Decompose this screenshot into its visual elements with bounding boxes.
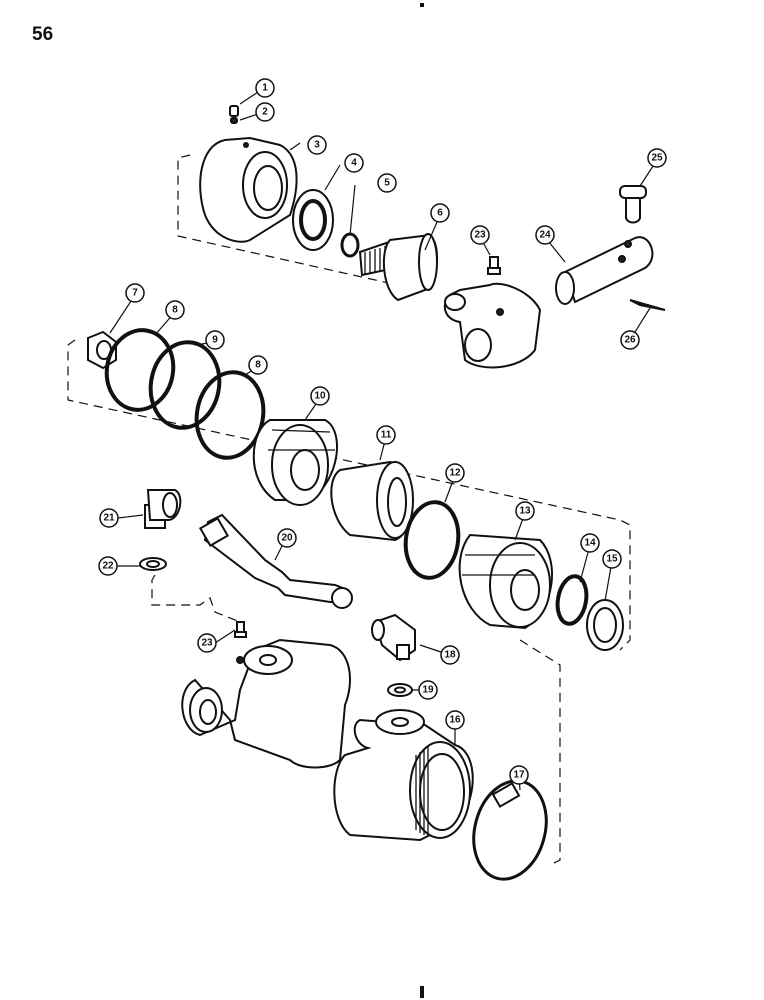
- callout-22: 22: [98, 556, 118, 576]
- svg-text:26: 26: [624, 335, 636, 346]
- svg-text:6: 6: [437, 208, 443, 219]
- part-rod-eye: [443, 282, 542, 369]
- part-o-ring: [148, 340, 222, 430]
- part-piston: [252, 419, 338, 506]
- part-set-screw: [229, 105, 239, 124]
- svg-text:21: 21: [103, 513, 115, 524]
- svg-text:9: 9: [212, 335, 218, 346]
- part-bolt: [619, 185, 647, 224]
- callout-23-top: 23: [470, 225, 490, 245]
- svg-text:25: 25: [651, 153, 663, 164]
- svg-text:24: 24: [539, 230, 551, 241]
- callout-1: 1: [255, 78, 275, 98]
- part-grease-fitting-lower: [234, 621, 247, 638]
- callout-14: 14: [580, 533, 600, 553]
- part-hose-clamp: [472, 779, 548, 881]
- callout-20: 20: [277, 528, 297, 548]
- callout-8: 8: [165, 300, 185, 320]
- scan-mark-top: [420, 3, 424, 7]
- svg-text:8: 8: [172, 305, 178, 316]
- part-backup-ring: [104, 328, 176, 412]
- svg-text:16: 16: [449, 715, 461, 726]
- callout-11: 11: [376, 425, 396, 445]
- callout-16: 16: [445, 710, 465, 730]
- svg-text:3: 3: [314, 140, 320, 151]
- callout-15: 15: [602, 549, 622, 569]
- svg-text:8: 8: [255, 360, 261, 371]
- svg-text:1: 1: [262, 83, 268, 94]
- svg-text:17: 17: [513, 770, 525, 781]
- callout-18: 18: [440, 645, 460, 665]
- svg-text:7: 7: [132, 288, 138, 299]
- svg-text:18: 18: [444, 650, 456, 661]
- callout-24: 24: [535, 225, 555, 245]
- callout-21: 21: [99, 508, 119, 528]
- svg-text:5: 5: [384, 178, 390, 189]
- callout-26: 26: [620, 330, 640, 350]
- callout-25: 25: [647, 148, 667, 168]
- svg-text:12: 12: [449, 468, 461, 479]
- part-o-ring-2: [403, 500, 461, 580]
- callout-6: 6: [430, 203, 450, 223]
- callout-13: 13: [515, 501, 535, 521]
- part-cotter-pin: [629, 299, 666, 311]
- part-cylinder-head: [181, 638, 351, 769]
- part-spacer: [330, 460, 414, 542]
- part-gland: [458, 533, 553, 630]
- part-washer: [139, 557, 167, 571]
- callout-2: 2: [255, 102, 275, 122]
- svg-text:23: 23: [474, 230, 486, 241]
- page-number: 56: [32, 24, 54, 45]
- callout-23-lower: 23: [197, 633, 217, 653]
- part-gland-nut: [199, 136, 298, 243]
- part-washer-2: [387, 683, 413, 697]
- part-elbow: [371, 613, 416, 662]
- part-grease-fitting-top: [487, 256, 501, 275]
- svg-text:2: 2: [262, 107, 268, 118]
- callout-5: 5: [377, 173, 397, 193]
- svg-text:4: 4: [351, 158, 357, 169]
- part-rod: [358, 233, 438, 302]
- part-pin: [555, 236, 654, 305]
- svg-text:11: 11: [381, 430, 392, 441]
- part-elbow-fitting: [144, 489, 182, 529]
- part-snap-ring: [340, 232, 360, 258]
- svg-text:14: 14: [584, 538, 596, 549]
- svg-text:10: 10: [314, 391, 326, 402]
- svg-text:20: 20: [281, 533, 293, 544]
- part-o-ring-3: [555, 574, 589, 626]
- callout-12: 12: [445, 463, 465, 483]
- scan-mark-bottom: [420, 986, 424, 998]
- callout-4: 4: [344, 153, 364, 173]
- svg-text:13: 13: [519, 506, 531, 517]
- callout-10: 10: [310, 386, 330, 406]
- callout-19: 19: [418, 680, 438, 700]
- part-backup-ring-2: [194, 370, 266, 460]
- svg-text:22: 22: [102, 561, 114, 572]
- part-tube: [198, 513, 353, 609]
- callout-3: 3: [307, 135, 327, 155]
- part-wiper-seal: [292, 189, 334, 251]
- callout-17: 17: [509, 765, 529, 785]
- svg-text:23: 23: [201, 638, 213, 649]
- callout-9: 9: [205, 330, 225, 350]
- callout-8b: 8: [248, 355, 268, 375]
- part-barrel: [333, 709, 474, 842]
- part-wiper: [586, 599, 624, 651]
- svg-text:19: 19: [422, 685, 434, 696]
- assembly-guide-lines: [67, 154, 631, 866]
- callout-leaders: [109, 91, 658, 791]
- svg-text:15: 15: [606, 554, 618, 565]
- callout-7: 7: [125, 283, 145, 303]
